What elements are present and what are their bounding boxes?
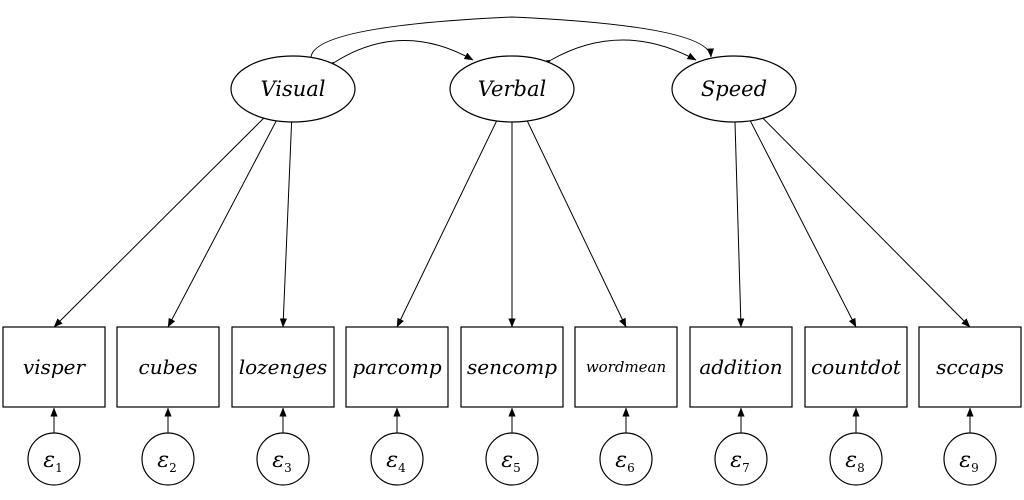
covariance-arrow-visual-verbal	[325, 40, 474, 70]
loading-arrow-visual-cubes	[167, 120, 277, 328]
latent-visual-label: Visual	[260, 77, 325, 101]
observed-sencomp: sencomp	[460, 326, 564, 408]
error-subscript: 8	[857, 461, 865, 475]
error-symbol: ε	[730, 448, 742, 473]
error-subscript: 4	[398, 461, 406, 475]
error-subscript: 9	[971, 461, 979, 475]
error-subscript: 1	[55, 461, 63, 475]
error-term-4: ε4	[370, 432, 424, 486]
covariance-arrow-visual-speed	[306, 16, 715, 66]
loading-arrow-speed-sccaps	[762, 117, 971, 328]
error-symbol: ε	[386, 448, 398, 473]
latent-visual: Visual	[230, 55, 356, 123]
edges-layer	[50, 16, 974, 433]
error-term-2: ε2	[141, 432, 195, 486]
observed-parcomp-label: parcomp	[352, 355, 441, 379]
observed-visper: visper	[2, 326, 106, 408]
latent-speed-label: Speed	[701, 77, 767, 101]
error-subscript: 2	[169, 461, 177, 475]
error-symbol: ε	[959, 448, 971, 473]
latent-verbal-label: Verbal	[478, 77, 546, 101]
svg-text:ε2: ε2	[157, 448, 176, 475]
observed-wordmean-label: wordmean	[586, 358, 666, 376]
observed-countdot: countdot	[804, 326, 908, 408]
latent-speed: Speed	[671, 55, 797, 123]
observed-addition-label: addition	[699, 355, 782, 379]
observed-sccaps-label: sccaps	[936, 355, 1004, 379]
error-term-3: ε3	[256, 432, 310, 486]
observed-lozenges: lozenges	[231, 326, 335, 408]
error-term-9: ε9	[943, 432, 997, 486]
observed-cubes-label: cubes	[139, 355, 198, 379]
loading-arrow-verbal-parcomp	[396, 120, 498, 328]
error-term-7: ε7	[714, 432, 768, 486]
error-symbol: ε	[272, 448, 284, 473]
error-subscript: 6	[627, 461, 635, 475]
observed-lozenges-label: lozenges	[239, 355, 328, 379]
observed-countdot-label: countdot	[811, 355, 902, 379]
observed-visper-label: visper	[23, 355, 87, 379]
observed-cubes: cubes	[116, 326, 220, 408]
error-symbol: ε	[157, 448, 169, 473]
svg-text:ε8: ε8	[845, 448, 864, 475]
svg-text:ε1: ε1	[43, 448, 62, 475]
observed-addition: addition	[689, 326, 793, 408]
loading-arrow-speed-addition	[734, 121, 745, 328]
loading-arrow-visual-lozenges	[279, 121, 293, 328]
error-symbol: ε	[501, 448, 513, 473]
observed-sccaps: sccaps	[918, 326, 1022, 408]
svg-text:ε5: ε5	[501, 448, 520, 475]
error-symbol: ε	[845, 448, 857, 473]
svg-text:ε3: ε3	[272, 448, 291, 475]
svg-text:ε6: ε6	[615, 448, 634, 475]
loading-arrow-speed-countdot	[749, 120, 857, 328]
error-symbol: ε	[43, 448, 55, 473]
svg-text:ε7: ε7	[730, 448, 749, 475]
loading-arrow-visual-visper	[53, 117, 265, 328]
observed-wordmean: wordmean	[574, 326, 678, 408]
error-term-6: ε6	[599, 432, 653, 486]
error-term-8: ε8	[829, 432, 883, 486]
observed-parcomp: parcomp	[345, 326, 449, 408]
covariance-arrow-verbal-speed	[541, 39, 697, 68]
svg-text:ε4: ε4	[386, 448, 406, 475]
svg-text:ε9: ε9	[959, 448, 978, 475]
error-term-5: ε5	[485, 432, 539, 486]
error-subscript: 3	[284, 461, 292, 475]
error-subscript: 7	[742, 461, 750, 475]
loading-arrow-verbal-wordmean	[526, 120, 627, 328]
error-term-1: ε1	[27, 432, 81, 486]
error-symbol: ε	[615, 448, 627, 473]
error-subscript: 5	[513, 461, 521, 475]
latent-verbal: Verbal	[449, 55, 575, 123]
observed-sencomp-label: sencomp	[467, 355, 557, 379]
